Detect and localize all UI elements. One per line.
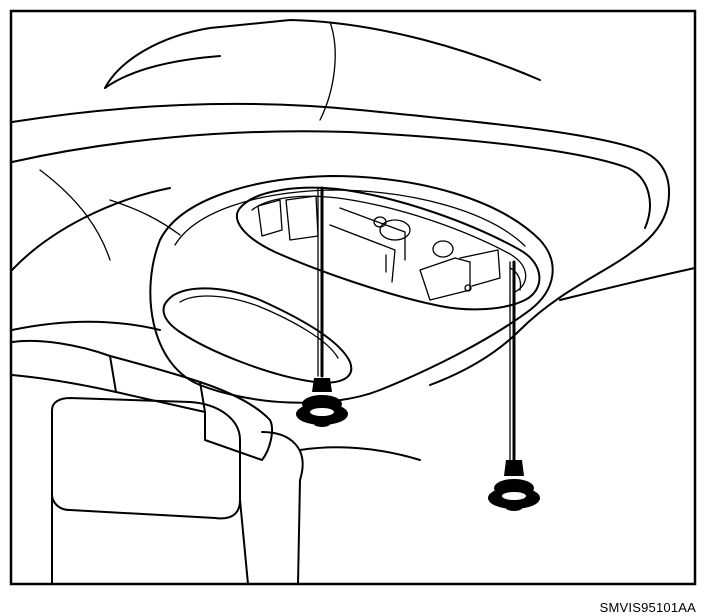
figure-code: SMVIS95101AA xyxy=(599,600,696,615)
figure-border xyxy=(9,9,697,586)
screw-right xyxy=(488,260,540,511)
lamp-opening xyxy=(235,186,541,311)
console-housing xyxy=(149,175,554,404)
screw-left xyxy=(296,186,348,427)
sun-visor-left xyxy=(11,339,421,585)
headliner-outline xyxy=(11,19,696,386)
